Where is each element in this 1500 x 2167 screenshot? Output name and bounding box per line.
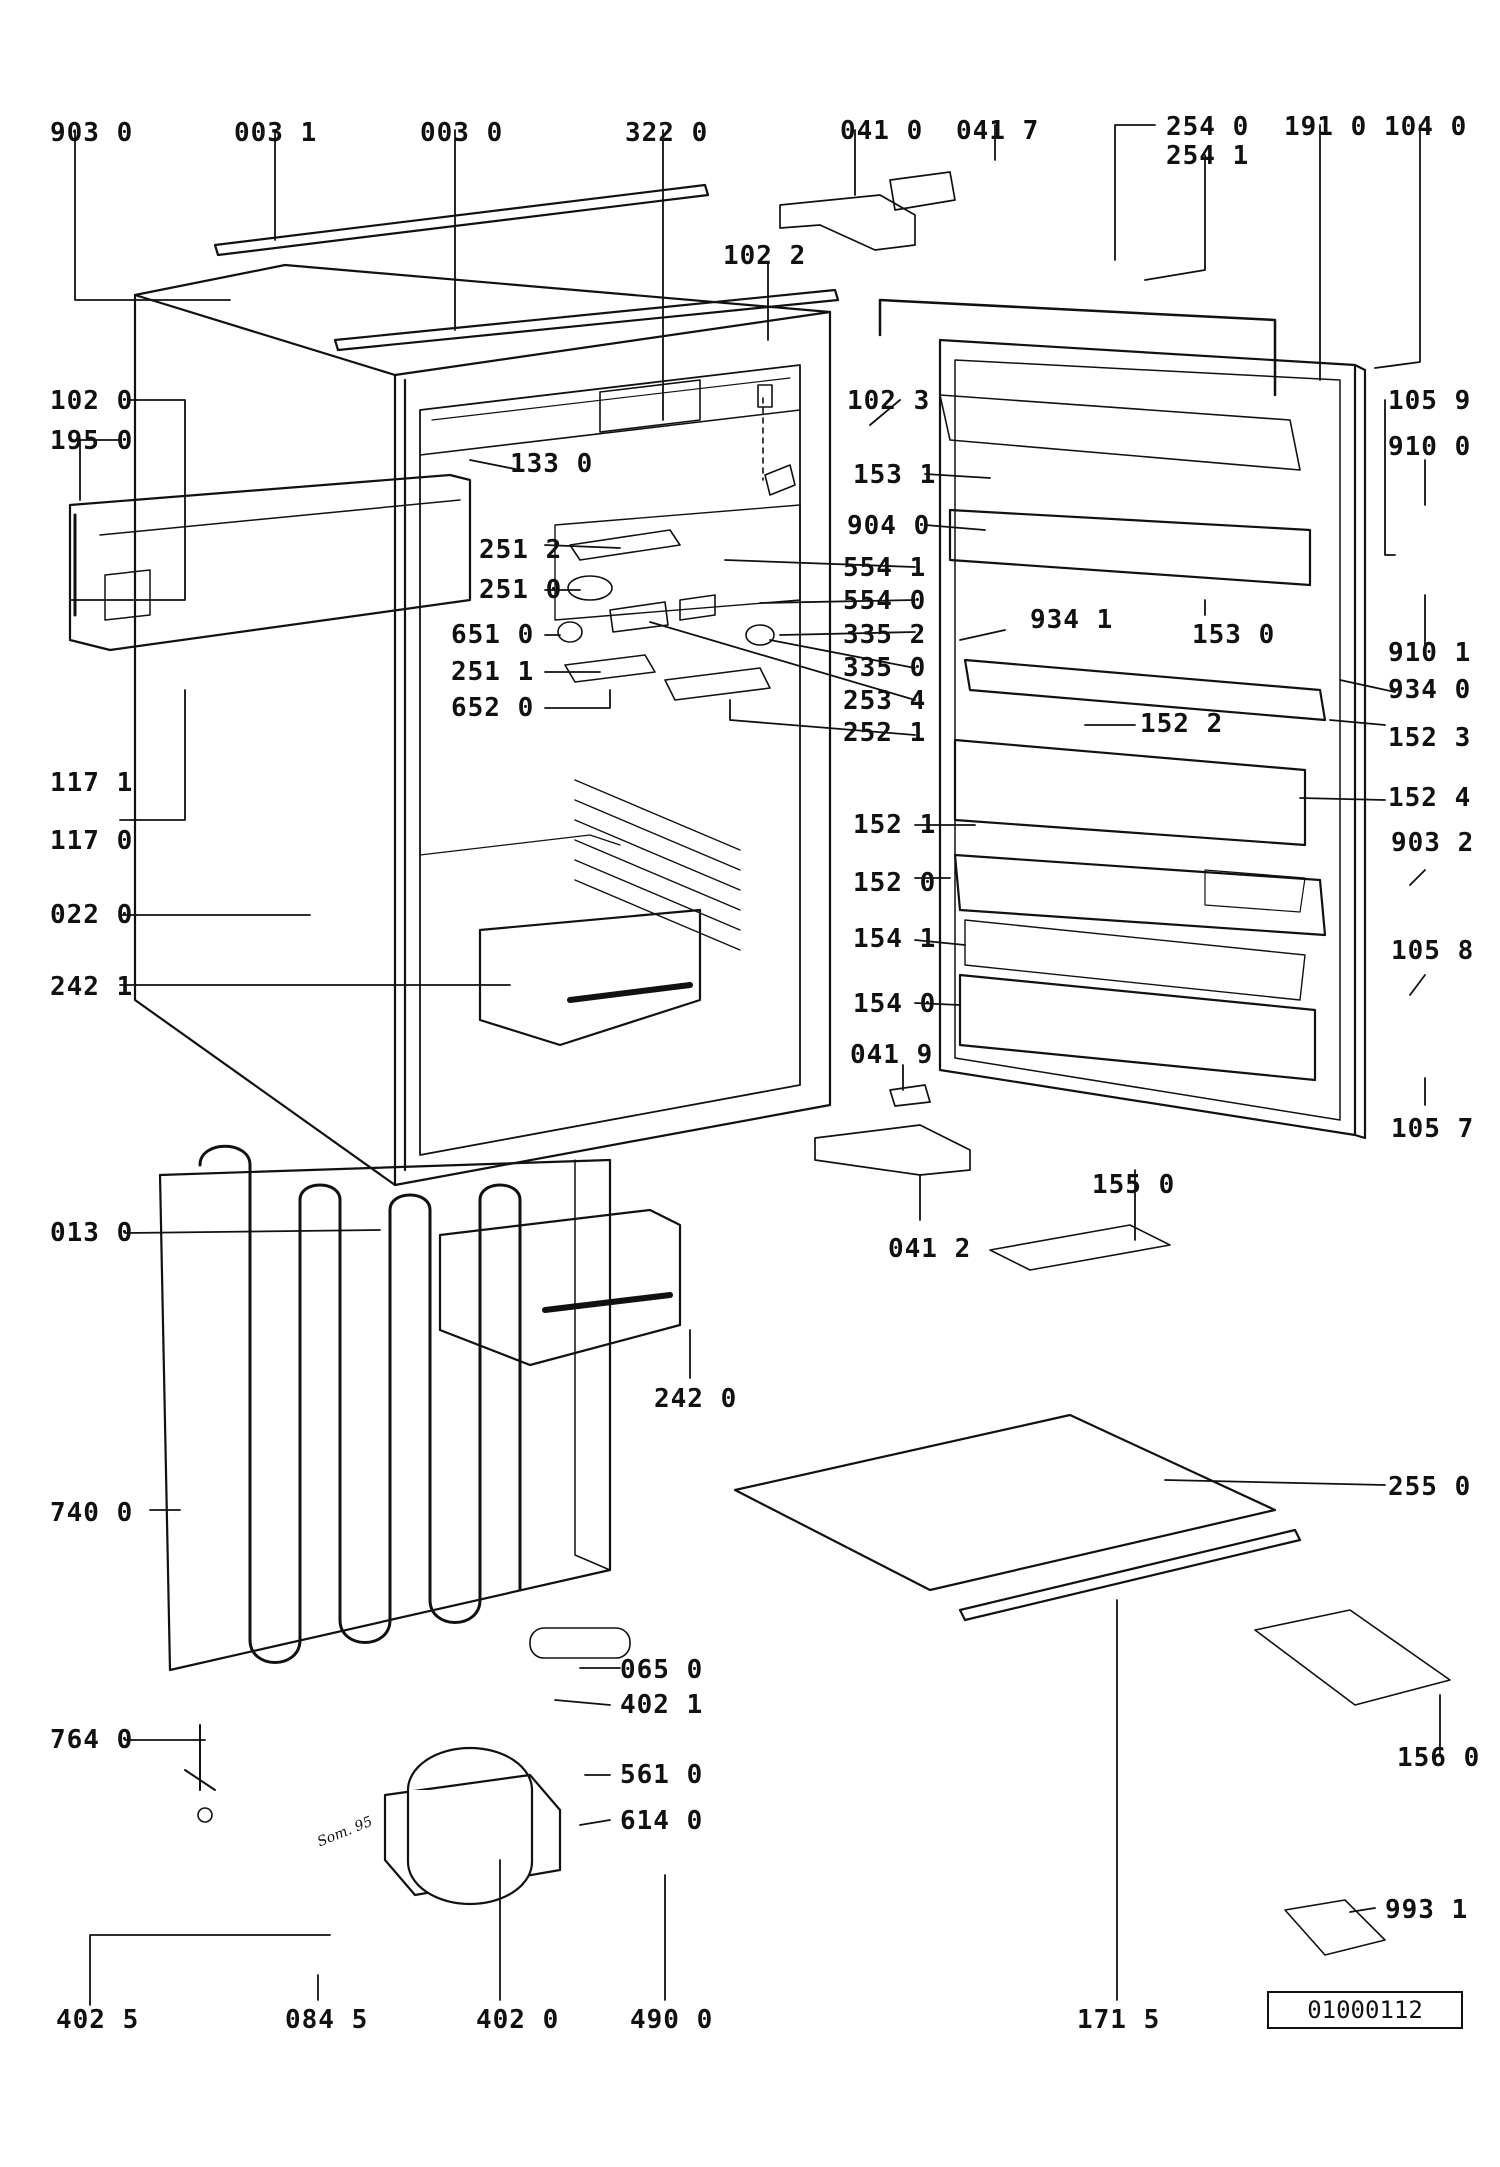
part-label-1715: 171 5 [1077, 2005, 1161, 2035]
part-label-0845: 084 5 [285, 2005, 369, 2035]
part-label-0130: 013 0 [50, 1218, 134, 1248]
part-label-2541: 254 1 [1166, 141, 1250, 171]
part-label-0417: 041 7 [956, 116, 1040, 146]
part-label-7640: 764 0 [50, 1725, 134, 1755]
part-label-9931: 993 1 [1385, 1895, 1469, 1925]
part-label-9341: 934 1 [1030, 605, 1114, 635]
part-label-1524: 152 4 [1388, 783, 1472, 813]
part-label-2540: 254 0 [1166, 112, 1250, 142]
part-label-1550: 155 0 [1092, 1170, 1176, 1200]
part-label-0412: 041 2 [888, 1234, 972, 1264]
part-label-1540: 154 0 [853, 989, 937, 1019]
part-label-9030: 903 0 [50, 118, 134, 148]
part-label-1531: 153 1 [853, 460, 937, 490]
part-label-1170: 117 0 [50, 826, 134, 856]
part-label-2534: 253 4 [843, 686, 927, 716]
part-label-1520: 152 0 [853, 868, 937, 898]
part-label-6520: 652 0 [451, 693, 535, 723]
part-label-7400: 740 0 [50, 1498, 134, 1528]
part-label-9101: 910 1 [1388, 638, 1472, 668]
part-label-2510: 251 0 [479, 575, 563, 605]
small-parts [184, 1224, 1451, 1956]
part-label-1950: 195 0 [50, 426, 134, 456]
part-label-1059: 105 9 [1388, 386, 1472, 416]
part-label-0419: 041 9 [850, 1040, 934, 1070]
part-label-1522: 152 2 [1140, 709, 1224, 739]
part-label-9100: 910 0 [1388, 432, 1472, 462]
condenser [158, 1144, 612, 1672]
part-label-1560: 156 0 [1397, 1743, 1481, 1773]
part-label-1057: 105 7 [1391, 1114, 1475, 1144]
part-label-2511: 251 1 [451, 657, 535, 687]
part-label-1910: 191 0 [1284, 112, 1368, 142]
part-label-0031: 003 1 [234, 118, 318, 148]
part-label-3350: 335 0 [843, 653, 927, 683]
top-strips [213, 183, 840, 433]
part-label-1521: 152 1 [853, 810, 937, 840]
part-label-2521: 252 1 [843, 718, 927, 748]
part-label-1058: 105 8 [1391, 936, 1475, 966]
part-label-6510: 651 0 [451, 620, 535, 650]
part-label-0030: 003 0 [420, 118, 504, 148]
door [878, 298, 1367, 1140]
part-label-1530: 153 0 [1192, 620, 1276, 650]
leader-lines [69, 124, 1441, 2006]
part-label-1330: 133 0 [510, 449, 594, 479]
cabinet-body [133, 263, 832, 1187]
control-panel [68, 473, 472, 652]
part-label-0220: 022 0 [50, 900, 134, 930]
part-label-5610: 561 0 [620, 1760, 704, 1790]
part-label-9032: 903 2 [1391, 828, 1475, 858]
part-label-1023: 102 3 [847, 386, 931, 416]
part-label-1523: 152 3 [1388, 723, 1472, 753]
part-label-4021: 402 1 [620, 1690, 704, 1720]
part-label-4025: 402 5 [56, 2005, 140, 2035]
compressor [383, 1746, 562, 1906]
part-label-1020: 102 0 [50, 386, 134, 416]
crisper-drawers [438, 908, 702, 1367]
part-label-3352: 335 2 [843, 620, 927, 650]
part-label-5541: 554 1 [843, 553, 927, 583]
part-label-4020: 402 0 [476, 2005, 560, 2035]
part-label-1022: 102 2 [723, 241, 807, 271]
part-label-1541: 154 1 [853, 924, 937, 954]
part-label-4900: 490 0 [630, 2005, 714, 2035]
part-label-2550: 255 0 [1388, 1472, 1472, 1502]
part-label-9040: 904 0 [847, 511, 931, 541]
part-label-0410: 041 0 [840, 116, 924, 146]
part-label-9340: 934 0 [1388, 675, 1472, 705]
part-label-1171: 117 1 [50, 768, 134, 798]
hinges [779, 171, 971, 1176]
glass-shelf [733, 1413, 1302, 1622]
part-label-5540: 554 0 [843, 586, 927, 616]
part-label-1040: 104 0 [1384, 112, 1468, 142]
part-label-6140: 614 0 [620, 1806, 704, 1836]
part-label-3220: 322 0 [625, 118, 709, 148]
drawing-number-box: 01000112 [1267, 1991, 1463, 2029]
part-label-0650: 065 0 [620, 1655, 704, 1685]
part-label-2420: 242 0 [654, 1384, 738, 1414]
part-label-2512: 251 2 [479, 535, 563, 565]
switch-components [557, 384, 796, 701]
part-label-2421: 242 1 [50, 972, 134, 1002]
